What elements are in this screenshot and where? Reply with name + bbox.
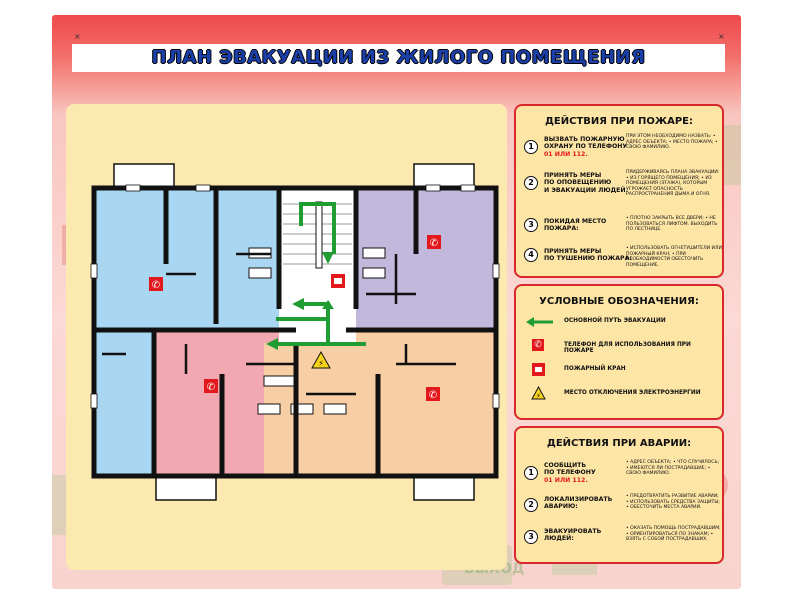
step-detail: • ИСПОЛЬЗОВАТЬ ОГНЕТУШИТЕЛИ ИЛИ ПОЖАРНЫЙ… [626, 246, 722, 268]
inner-walls [102, 252, 456, 396]
apartment-purple [356, 188, 496, 330]
step-line: ПО ТЕЛЕФОНУ [544, 469, 596, 477]
svg-text:✆: ✆ [430, 238, 438, 249]
step-line: ПРИНЯТЬ МЕРЫ [544, 248, 602, 255]
step-number: 2 [524, 176, 538, 190]
windows [90, 184, 500, 409]
emergency-phone-number: 01 ИЛИ 112. [544, 476, 588, 484]
step-line: ПОКИДАЯ МЕСТО [544, 218, 607, 225]
step-number: 2 [524, 498, 538, 512]
step-line: ЛЮДЕЙ: [544, 535, 574, 543]
apartment-pink [154, 330, 282, 476]
legend-item-evacuation-route: ОСНОВНОЙ ПУТЬ ЭВАКУАЦИИ [524, 314, 720, 330]
balcony [413, 475, 475, 501]
apartment-blue [94, 188, 279, 330]
step-line: ВЫЗВАТЬ ПОЖАРНУЮ [544, 136, 625, 143]
legend-label: ТЕЛЕФОН ДЛЯ ИСПОЛЬЗОВАНИЯ ПРИ ПОЖАРЕ [564, 342, 691, 354]
green-arrow-icon [526, 317, 553, 327]
screw-icon: × [718, 32, 725, 41]
phone-icon: ✆ [149, 277, 163, 291]
step-line: СООБЩИТЬ [544, 462, 587, 469]
step-line: ЭВАКУИРОВАТЬ [544, 528, 602, 535]
legend-item-electric: ⚡ МЕСТО ОТКЛЮЧЕНИЯ ЭЛЕКТРОЭНЕРГИИ [524, 386, 720, 402]
step-line: ОХРАНУ ПО ТЕЛЕФОНУ [544, 143, 628, 151]
step-line: ЛОКАЛИЗИРОВАТЬ [544, 496, 613, 503]
step-number: 3 [524, 530, 538, 544]
step-detail: ПРИ ЭТОМ НЕОБХОДИМО НАЗВАТЬ: • АДРЕС ОБЪ… [626, 134, 718, 151]
balcony [113, 163, 175, 189]
screw-icon: × [74, 32, 81, 41]
fire-actions-panel: ДЕЙСТВИЯ ПРИ ПОЖАРЕ: 1 ВЫЗВАТЬ ПОЖАРНУЮ … [514, 104, 724, 278]
legend-title: УСЛОВНЫЕ ОБОЗНАЧЕНИЯ: [539, 296, 699, 307]
step-detail: • ПЛОТНО ЗАКРЫТЬ ВСЕ ДВЕРИ; • НЕ ПОЛЬЗОВ… [626, 216, 718, 233]
phone-icon: ✆ [204, 379, 218, 393]
legend-panel: УСЛОВНЫЕ ОБОЗНАЧЕНИЯ: ОСНОВНОЙ ПУТЬ ЭВАК… [514, 284, 724, 420]
apartment-blue [94, 330, 154, 476]
accident-actions-panel: ДЕЙСТВИЯ ПРИ АВАРИИ: 1 СООБЩИТЬ ПО ТЕЛЕФ… [514, 426, 724, 564]
svg-text:✆: ✆ [429, 390, 437, 401]
svg-text:✆: ✆ [152, 280, 160, 291]
fire-hydrant-icon [331, 274, 345, 288]
step-line: ПО ТУШЕНИЮ ПОЖАРА: [544, 255, 632, 263]
step-number: 1 [524, 466, 538, 480]
phone-icon: ✆ [532, 339, 544, 351]
step-detail: ПРИДЕРЖИВАЯСЬ ПЛАНА ЭВАКУАЦИИ: • ИЗ ГОРЯ… [626, 170, 720, 198]
evacuation-arrow-icon [266, 252, 334, 350]
phone-icon: ✆ [426, 387, 440, 401]
step-detail: • АДРЕС ОБЪЕКТА; • ЧТО СЛУЧИЛОСЬ; • ИМЕЮ… [626, 460, 720, 477]
step-number: 1 [524, 140, 538, 154]
title-banner [72, 44, 725, 72]
legend-item-fire-hydrant: ПОЖАРНЫЙ КРАН [524, 362, 720, 378]
step-line: И ЭВАКУАЦИИ ЛЮДЕЙ. [544, 186, 628, 194]
step-line: АВАРИЮ: [544, 503, 578, 511]
fire-actions-title: ДЕЙСТВИЯ ПРИ ПОЖАРЕ: [545, 116, 693, 127]
legend-label: ОСНОВНОЙ ПУТЬ ЭВАКУАЦИИ [564, 318, 666, 324]
legend-label: МЕСТО ОТКЛЮЧЕНИЯ ЭЛЕКТРОЭНЕРГИИ [564, 390, 701, 396]
floor-plan: ✆ ✆ ✆ ✆ ⚡ [90, 163, 500, 501]
step-line: ПРИНЯТЬ МЕРЫ [544, 172, 602, 179]
svg-text:⚡: ⚡ [318, 359, 324, 368]
page-title: ПЛАН ЭВАКУАЦИИ ИЗ ЖИЛОГО ПОМЕЩЕНИЯ [151, 47, 646, 68]
svg-text:⚡: ⚡ [536, 392, 541, 400]
electric-hazard-icon: ⚡ [311, 350, 331, 369]
step-number: 3 [524, 218, 538, 232]
svg-text:✆: ✆ [207, 382, 215, 393]
balcony [413, 163, 475, 189]
legend-item-phone: ✆ ТЕЛЕФОН ДЛЯ ИСПОЛЬЗОВАНИЯ ПРИ ПОЖАРЕ [524, 338, 720, 354]
electric-hazard-icon: ⚡ [531, 386, 546, 400]
step-line: ПОЖАРА: [544, 225, 579, 233]
step-detail: • ОКАЗАТЬ ПОМОЩЬ ПОСТРАДАВШИМ; • ОРИЕНТИ… [626, 526, 721, 543]
fire-hydrant-icon [532, 363, 545, 376]
step-number: 4 [524, 248, 538, 262]
evacuation-route [276, 202, 366, 346]
balcony [155, 475, 217, 501]
step-detail: • ПРЕДОТВРАТИТЬ РАЗВИТИЕ АВАРИИ; • ИСПОЛ… [626, 494, 720, 511]
phone-icon: ✆ [427, 235, 441, 249]
emergency-phone-number: 01 ИЛИ 112. [544, 150, 588, 158]
legend-label: ПОЖАРНЫЙ КРАН [564, 366, 626, 372]
step-line: ПО ОПОВЕЩЕНИЮ [544, 179, 612, 187]
accident-actions-title: ДЕЙСТВИЯ ПРИ АВАРИИ: [546, 438, 692, 449]
